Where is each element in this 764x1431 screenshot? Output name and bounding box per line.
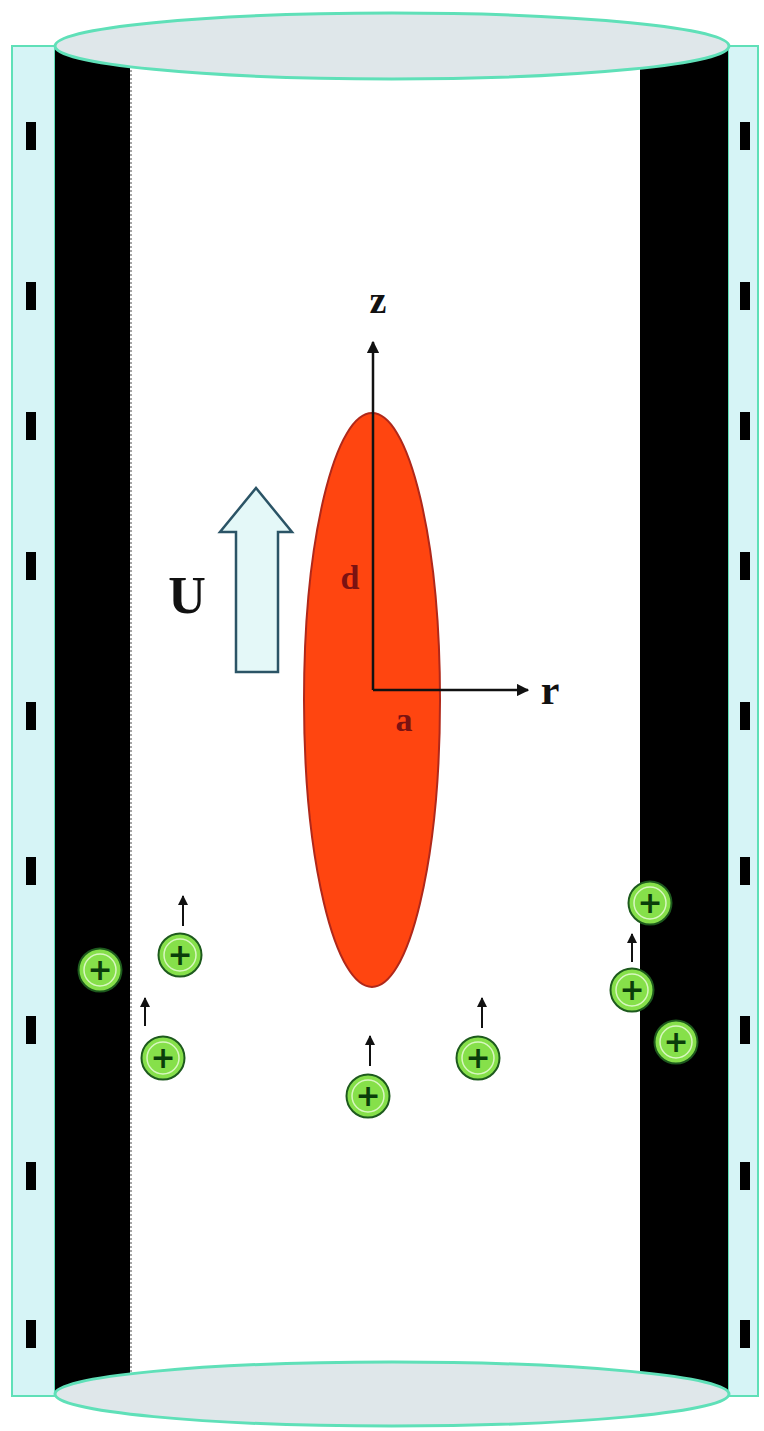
charge-sign: +: [153, 932, 207, 978]
pore-wall: [640, 46, 728, 1396]
cation: +: [341, 1073, 395, 1119]
cation: +: [73, 947, 127, 993]
outer-layer: [12, 46, 55, 1396]
charge-sign: +: [605, 967, 659, 1013]
pore-end: [55, 13, 729, 79]
charge-sign: +: [73, 947, 127, 993]
charge-sign: +: [649, 1019, 703, 1065]
axis-label: z: [370, 281, 387, 319]
pore-end: [55, 1362, 729, 1426]
axis-label: r: [541, 669, 560, 711]
cation: +: [136, 1035, 190, 1081]
surface-charge: [26, 122, 750, 1348]
ion-motion-arrow: [145, 896, 632, 1066]
pore-wall: [55, 46, 130, 1396]
cation: +: [451, 1035, 505, 1081]
dimension-label: d: [341, 561, 360, 595]
cation: +: [649, 1019, 703, 1065]
velocity-label: U: [168, 570, 206, 622]
cation: +: [153, 932, 207, 978]
z-axis: [372, 342, 375, 690]
outer-layer: [728, 46, 758, 1396]
r-axis: [373, 689, 528, 692]
velocity-arrow: [220, 488, 292, 672]
cation: +: [605, 967, 659, 1013]
charge-sign: +: [451, 1035, 505, 1081]
charge-sign: +: [623, 880, 677, 926]
charge-sign: +: [341, 1073, 395, 1119]
cation: +: [623, 880, 677, 926]
charge-sign: +: [136, 1035, 190, 1081]
dimension-label: a: [396, 703, 413, 737]
